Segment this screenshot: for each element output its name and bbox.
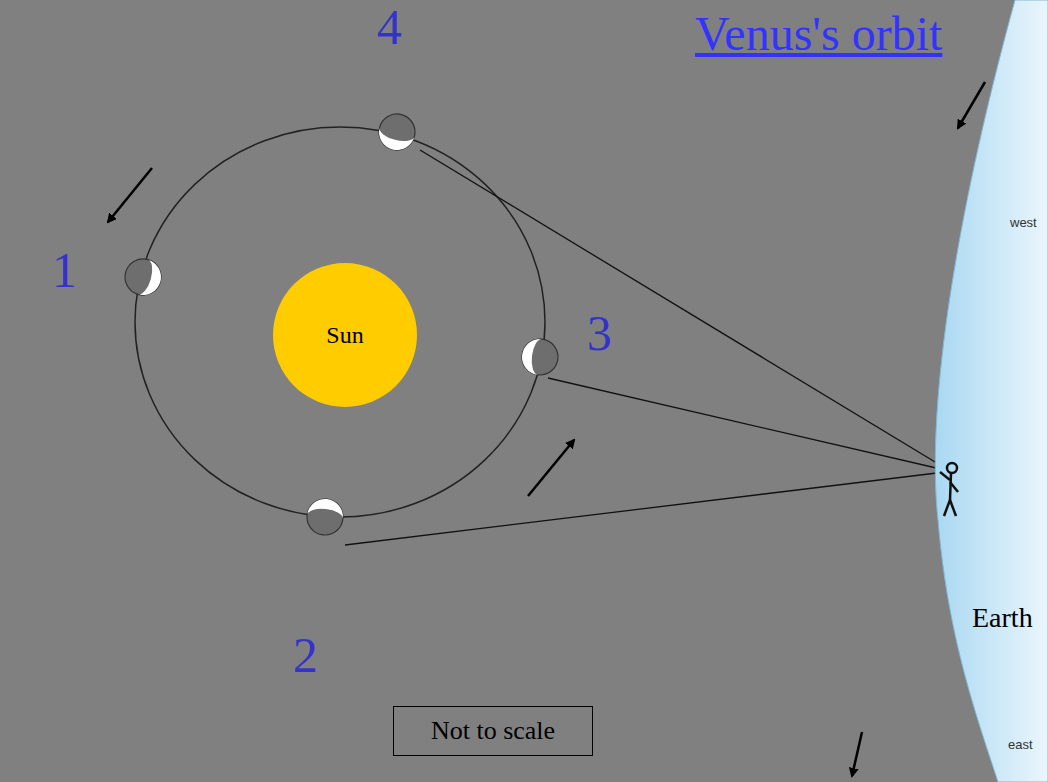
venus-icon (375, 110, 419, 154)
sun-label: Sun (326, 322, 363, 348)
callout-number: 4 (377, 2, 402, 52)
direction-label: west (1010, 216, 1037, 229)
sun-circle: Sun (273, 263, 417, 407)
earth-shape (920, 0, 1048, 782)
orbit-path (135, 127, 545, 517)
planet-label: Earth (972, 604, 1033, 632)
note-box: Not to scale (393, 706, 593, 756)
sight-lines (345, 150, 945, 545)
note-text: Not to scale (431, 717, 555, 746)
callout-number: 2 (293, 630, 318, 680)
observer-figure (940, 463, 958, 516)
motion-arrows (108, 82, 985, 776)
direction-label: east (1008, 738, 1033, 751)
venus-icon (305, 497, 345, 537)
callout-number: 1 (52, 245, 77, 295)
venus-icon (520, 337, 560, 377)
venus-icon (121, 255, 166, 300)
earth-surface: westEarth east (920, 0, 1048, 782)
callout-number: 3 (587, 308, 612, 358)
diagram-title: Venus's orbit (695, 10, 942, 58)
